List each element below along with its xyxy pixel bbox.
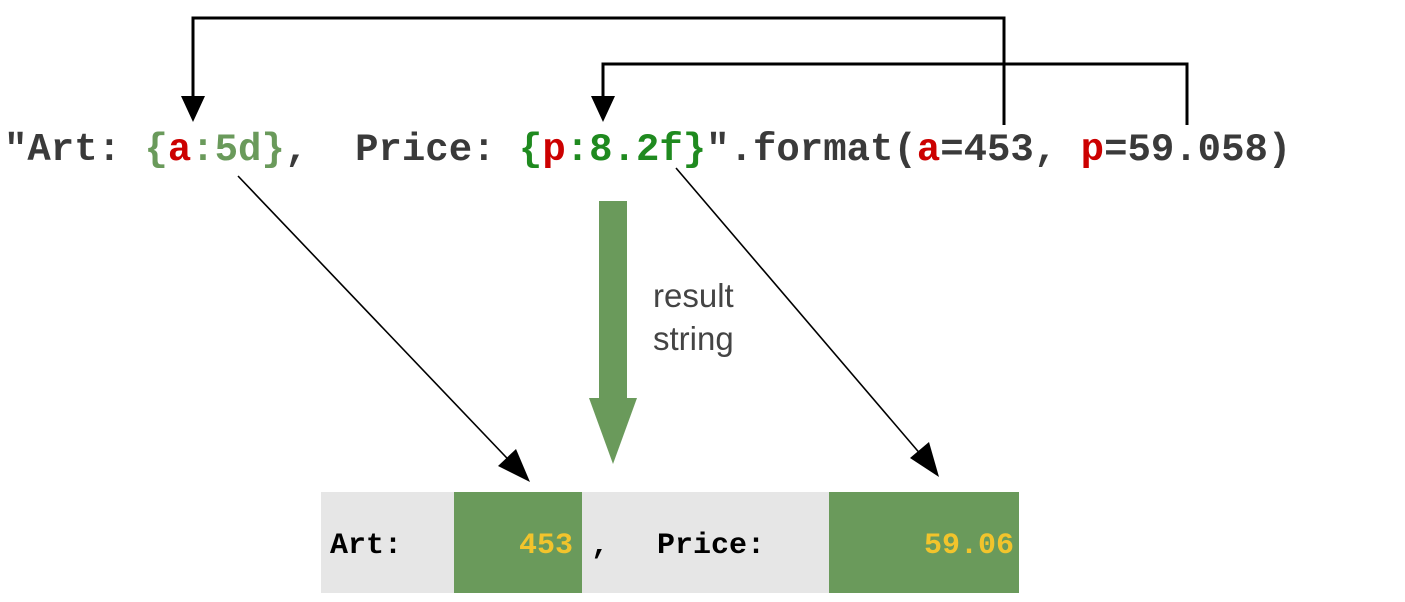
format-code-line: "Art: {a:5d}, Price: {p:8.2f}".format(a=…: [4, 128, 1291, 172]
code-brace-a-open: {: [144, 128, 167, 172]
result-caption-line1: result: [653, 277, 734, 314]
connector-p-argument: [591, 62, 1189, 125]
result-cell-art-value: [454, 492, 582, 593]
code-argument-p-name: p: [1081, 128, 1104, 172]
result-cell-art-label: [321, 492, 454, 593]
code-argument-a-name: a: [917, 128, 940, 172]
result-price-value: 59.06: [924, 529, 1014, 563]
code-brace-p-open: {: [519, 128, 542, 172]
arrowhead-icon: [591, 96, 615, 122]
arrowhead-icon: [910, 442, 939, 477]
result-cell-price-value: [829, 492, 1019, 593]
arrow-a-to-result: [237, 175, 525, 477]
result-cell-price-label: [582, 492, 829, 593]
result-caption-line2: string: [653, 320, 734, 357]
code-argument-a-value: =453,: [940, 128, 1080, 172]
code-argument-p-value: =59.058): [1104, 128, 1291, 172]
code-placeholder-a-name: a: [168, 128, 191, 172]
code-placeholder-a-spec: :5d}: [191, 128, 285, 172]
code-price-separator: , Price:: [285, 128, 519, 172]
arrowhead-icon: [181, 96, 205, 122]
code-placeholder-p-spec: :8.2f}: [566, 128, 706, 172]
arrowhead-icon: [498, 449, 530, 482]
result-price-label: Price:: [657, 529, 765, 563]
arrow-p-to-result: [675, 167, 935, 471]
result-comma: ,: [591, 529, 609, 563]
code-placeholder-p-name: p: [542, 128, 565, 172]
result-string: Art: 453 , Price: 59.06: [321, 492, 1019, 593]
result-art-value: 453: [519, 529, 573, 563]
connector-a-argument: [181, 16, 1006, 125]
code-art-prefix: "Art:: [4, 128, 144, 172]
result-art-label: Art:: [330, 529, 402, 563]
result-flow-arrow: [589, 201, 637, 464]
code-format-call: ".format(: [706, 128, 917, 172]
